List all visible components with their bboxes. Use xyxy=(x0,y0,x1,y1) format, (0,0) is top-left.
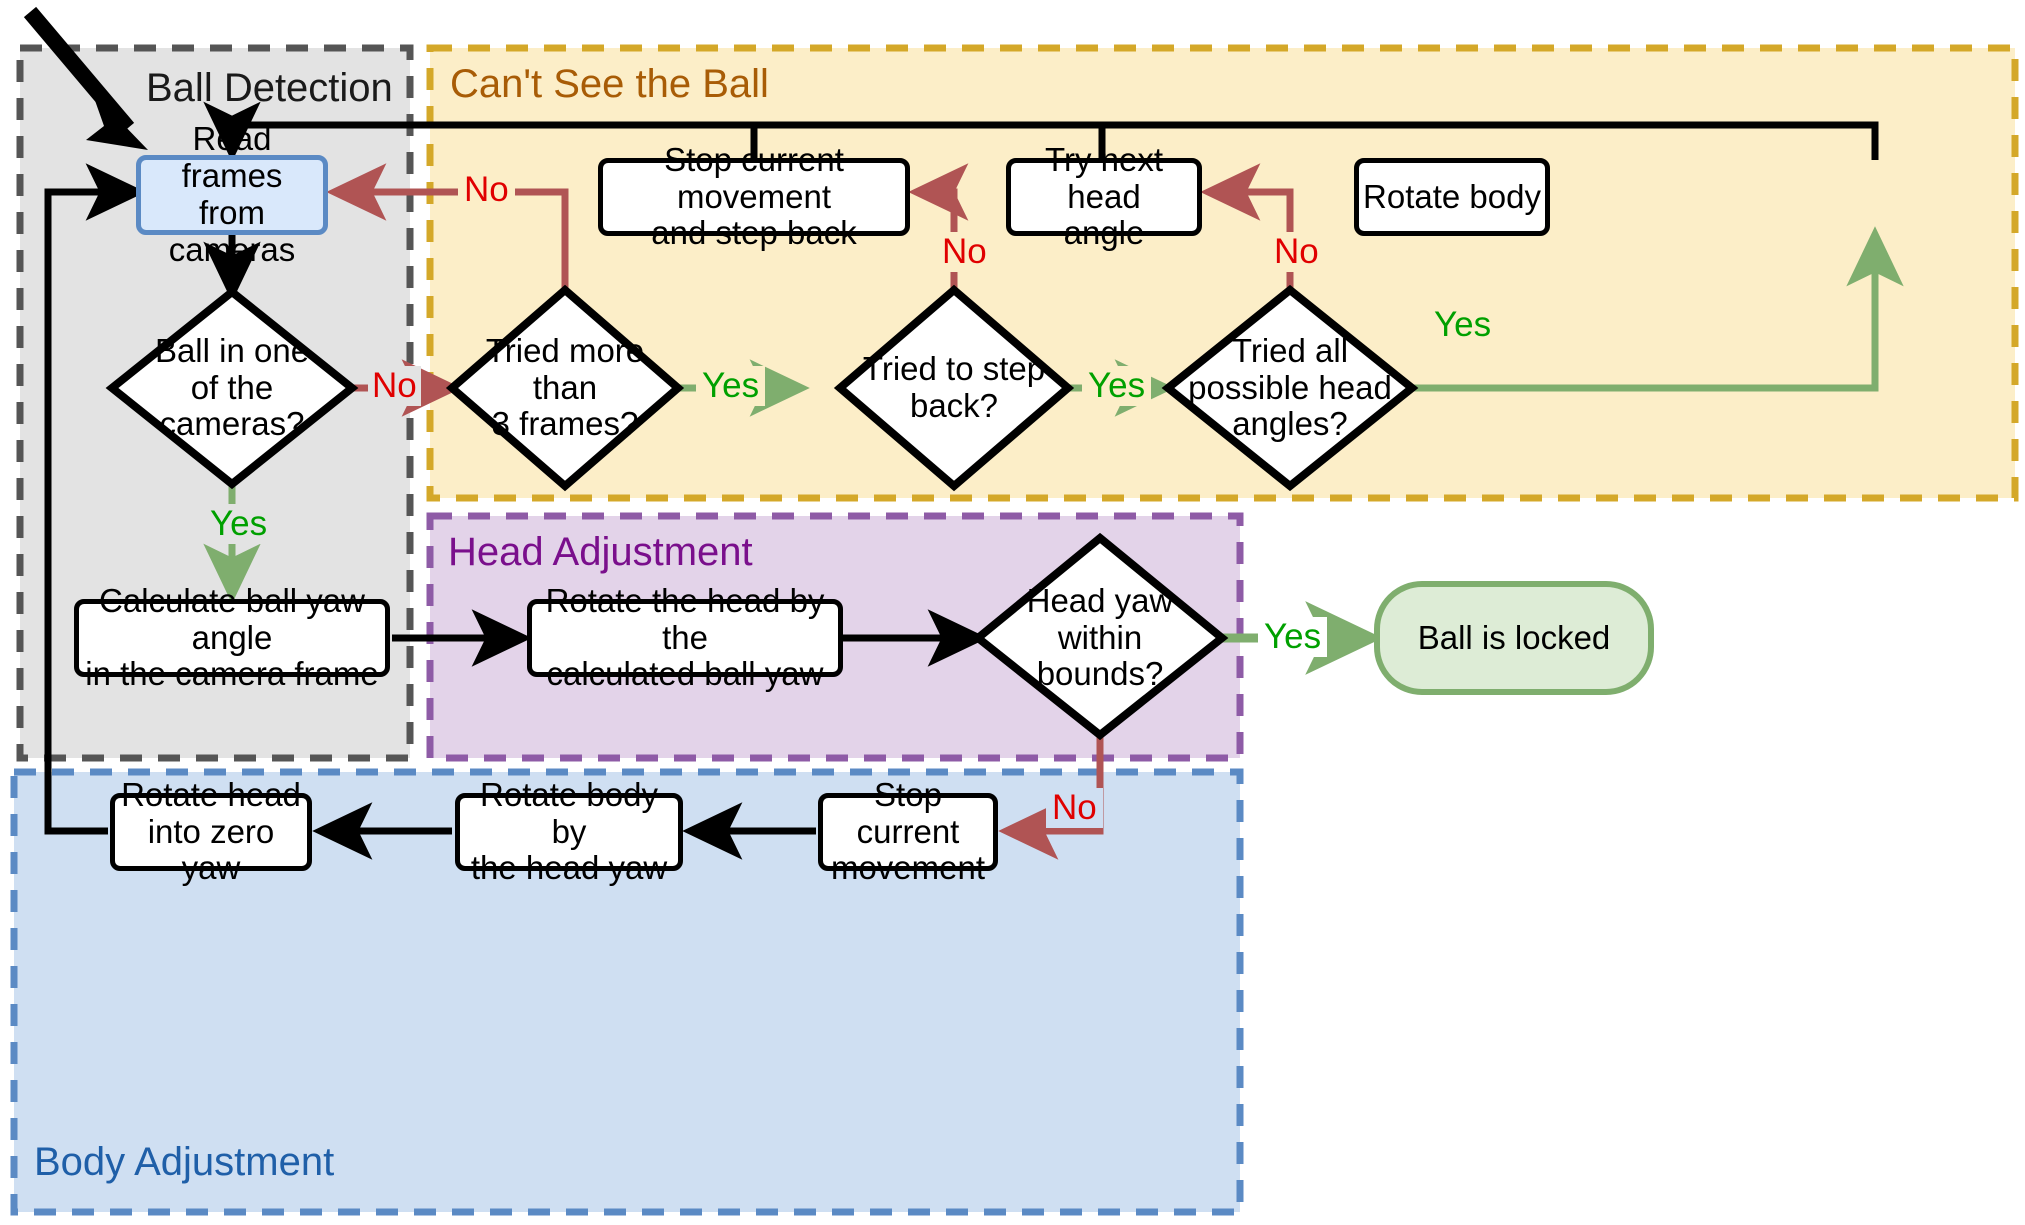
node-ball-in-camera[interactable] xyxy=(105,286,359,490)
edge-label-no-tried-all-head-angles: No xyxy=(1268,232,1325,272)
edge-label-no-tried-more-frames: No xyxy=(458,170,515,210)
group-title-ball-detection: Ball Detection xyxy=(146,66,393,110)
edge-tried-more-frames-no xyxy=(326,163,569,290)
edge-label-yes-tried-to-step-back: Yes xyxy=(1082,366,1152,406)
edge-label-yes-tried-more-frames: Yes xyxy=(696,366,766,406)
node-stop-and-step-back-line1: Stop current movement xyxy=(664,140,844,215)
edge-rotate-body-to-read-frames xyxy=(203,101,1879,162)
node-tried-all-head-angles[interactable] xyxy=(1161,284,1419,492)
node-stop-current-movement[interactable]: Stop current movement xyxy=(818,776,998,886)
node-calculate-ball-yaw[interactable]: Calculate ball yaw angle in the camera f… xyxy=(74,582,390,692)
node-tried-to-step-back[interactable] xyxy=(833,284,1075,492)
node-stop-and-step-back-line2: and step back xyxy=(651,214,857,252)
node-rotate-head-by-ball-yaw[interactable]: Rotate the head by the calculated ball y… xyxy=(527,582,843,692)
edge-label-yes-ball-in-camera: Yes xyxy=(204,504,274,544)
edge-label-no-tried-to-step-back: No xyxy=(936,232,993,272)
edge-head-yaw-bounds-no xyxy=(998,735,1104,860)
node-stop-current-movement-line1: Stop current xyxy=(856,775,960,850)
node-rotate-body-line1: Rotate body xyxy=(1363,177,1541,215)
node-read-frames[interactable]: Read frames from cameras xyxy=(136,120,328,268)
group-title-cant-see-the-ball: Can't See the Ball xyxy=(450,62,769,106)
edge-label-no-head-yaw-bounds: No xyxy=(1046,788,1103,828)
node-try-next-head-angle-line1: Try next head xyxy=(1045,140,1163,215)
node-ball-is-locked[interactable]: Ball is locked xyxy=(1374,581,1654,695)
node-rotate-body-by-head-yaw-line1: Rotate body by xyxy=(480,775,658,850)
node-stop-and-step-back[interactable]: Stop current movement and step back xyxy=(598,141,910,251)
node-rotate-body-by-head-yaw-line2: the head yaw xyxy=(470,849,668,887)
edge-rotate-head-zero-to-read-frames xyxy=(44,163,146,835)
edge-label-yes-tried-all-head-angles: Yes xyxy=(1428,305,1498,345)
node-rotate-head-by-ball-yaw-line2: calculated ball yaw xyxy=(546,655,824,693)
group-title-head-adjustment: Head Adjustment xyxy=(448,530,753,574)
node-calculate-ball-yaw-line1: Calculate ball yaw angle xyxy=(99,581,365,656)
group-title-body-adjustment: Body Adjustment xyxy=(34,1140,335,1184)
node-read-frames-line2: from cameras xyxy=(168,194,296,268)
entry-arrow xyxy=(23,6,148,150)
edge-label-yes-head-yaw-bounds: Yes xyxy=(1258,617,1328,657)
node-calculate-ball-yaw-line2: in the camera frame xyxy=(85,655,379,693)
node-try-next-head-angle-line2: angle xyxy=(1063,214,1145,252)
node-ball-is-locked-label: Ball is locked xyxy=(1417,618,1611,656)
node-rotate-head-by-ball-yaw-line1: Rotate the head by the xyxy=(545,581,825,656)
node-tried-more-than-3-frames[interactable] xyxy=(445,284,685,492)
node-stop-current-movement-line2: movement xyxy=(830,849,986,887)
node-rotate-body-by-head-yaw[interactable]: Rotate body by the head yaw xyxy=(455,776,683,886)
node-rotate-head-zero-yaw-line2: into zero yaw xyxy=(147,812,275,887)
node-rotate-body[interactable]: Rotate body xyxy=(1354,158,1550,236)
node-rotate-head-zero-yaw-line1: Rotate head xyxy=(121,775,301,813)
node-try-next-head-angle[interactable]: Try next head angle xyxy=(1006,141,1202,251)
node-head-yaw-within-bounds[interactable] xyxy=(971,532,1229,741)
node-read-frames-line1: Read frames xyxy=(181,120,283,195)
node-rotate-head-zero-yaw[interactable]: Rotate head into zero yaw xyxy=(110,776,312,886)
edge-label-no-ball-in-camera: No xyxy=(368,366,421,406)
edge-tried-all-head-angles-yes xyxy=(1412,226,1904,392)
